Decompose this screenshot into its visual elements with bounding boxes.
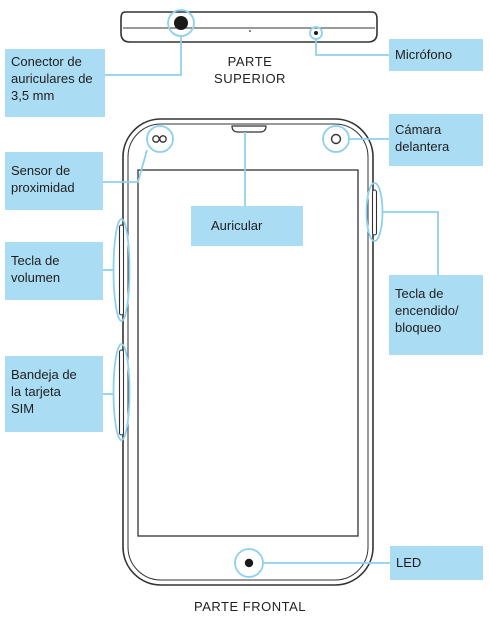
phone-front-view <box>118 118 378 586</box>
label-volume-key: Tecla de volumen <box>5 242 103 300</box>
headset-jack-hole <box>174 16 188 30</box>
phone-top-view <box>120 11 378 43</box>
label-microphone: Micrófono <box>389 39 483 71</box>
label-sim-tray: Bandeja de la tarjeta SIM <box>5 356 103 432</box>
label-earpiece: Auricular <box>191 206 303 246</box>
microphone-hole <box>314 31 318 35</box>
power-lock-key <box>371 189 378 236</box>
front-camera-lens <box>330 133 342 145</box>
proximity-sensor <box>152 135 167 143</box>
label-power-lock-key: Tecla de encendido/ bloqueo <box>389 275 483 355</box>
label-led: LED <box>390 546 483 580</box>
label-proximity-sensor: Sensor de proximidad <box>5 152 103 210</box>
caption-front-view: PARTE FRONTAL <box>194 599 306 614</box>
label-front-camera: Cámara delantera <box>389 114 483 166</box>
sim-tray <box>118 349 125 436</box>
caption-top-view: PARTE SUPERIOR <box>214 54 286 86</box>
led-indicator <box>244 558 254 568</box>
volume-key <box>118 224 125 316</box>
label-headset-jack: Conector de auriculares de 3,5 mm <box>5 49 105 117</box>
